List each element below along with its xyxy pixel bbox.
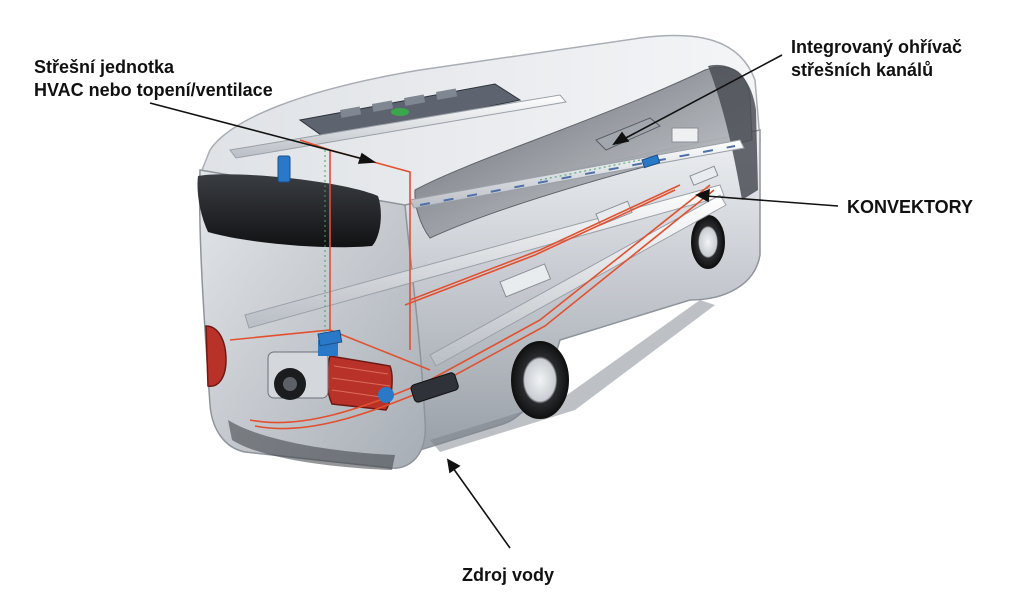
callout-arrows: [149, 54, 839, 549]
control-units: [277, 154, 661, 347]
ventilation-lines: [324, 150, 641, 345]
wheels: [511, 215, 725, 419]
arrow-water-source: [446, 458, 511, 549]
arrow-heater: [612, 54, 783, 146]
roof-hvac-unit: [298, 83, 522, 141]
arrow-convectors: [695, 188, 839, 207]
side-skirt: [430, 300, 715, 452]
convectors-label: KONVEKTORY: [847, 197, 974, 217]
rear-window: [197, 174, 381, 248]
roof-ducts: [229, 94, 745, 209]
convector-box-3: [689, 165, 719, 186]
front-wheel: [691, 215, 725, 269]
roof-unit-label-line2: HVAC nebo topení/ventilace: [34, 80, 273, 100]
roof-heater-label-line2: střešních kanálů: [791, 60, 934, 80]
roof-unit-label: Střešní jednotka HVAC nebo topení/ventil…: [34, 56, 273, 102]
roof-heater-label: Integrovaný ohřívač střešních kanálů: [791, 36, 962, 82]
tail-light-left: [205, 325, 227, 387]
roof-unit-label-line1: Střešní jednotka: [34, 57, 175, 77]
water-heater-unit: [410, 372, 459, 403]
water-source-label: Zdroj vody: [462, 565, 555, 585]
arrow-roof-unit: [149, 102, 377, 164]
roof-channel-heater: [595, 117, 699, 151]
rear-bumper: [228, 420, 395, 470]
convector-box-1: [499, 263, 552, 298]
rear-wheel: [511, 341, 569, 419]
roof-heater-label-line1: Integrovaný ohřívač: [791, 37, 963, 57]
front-window: [708, 64, 758, 200]
